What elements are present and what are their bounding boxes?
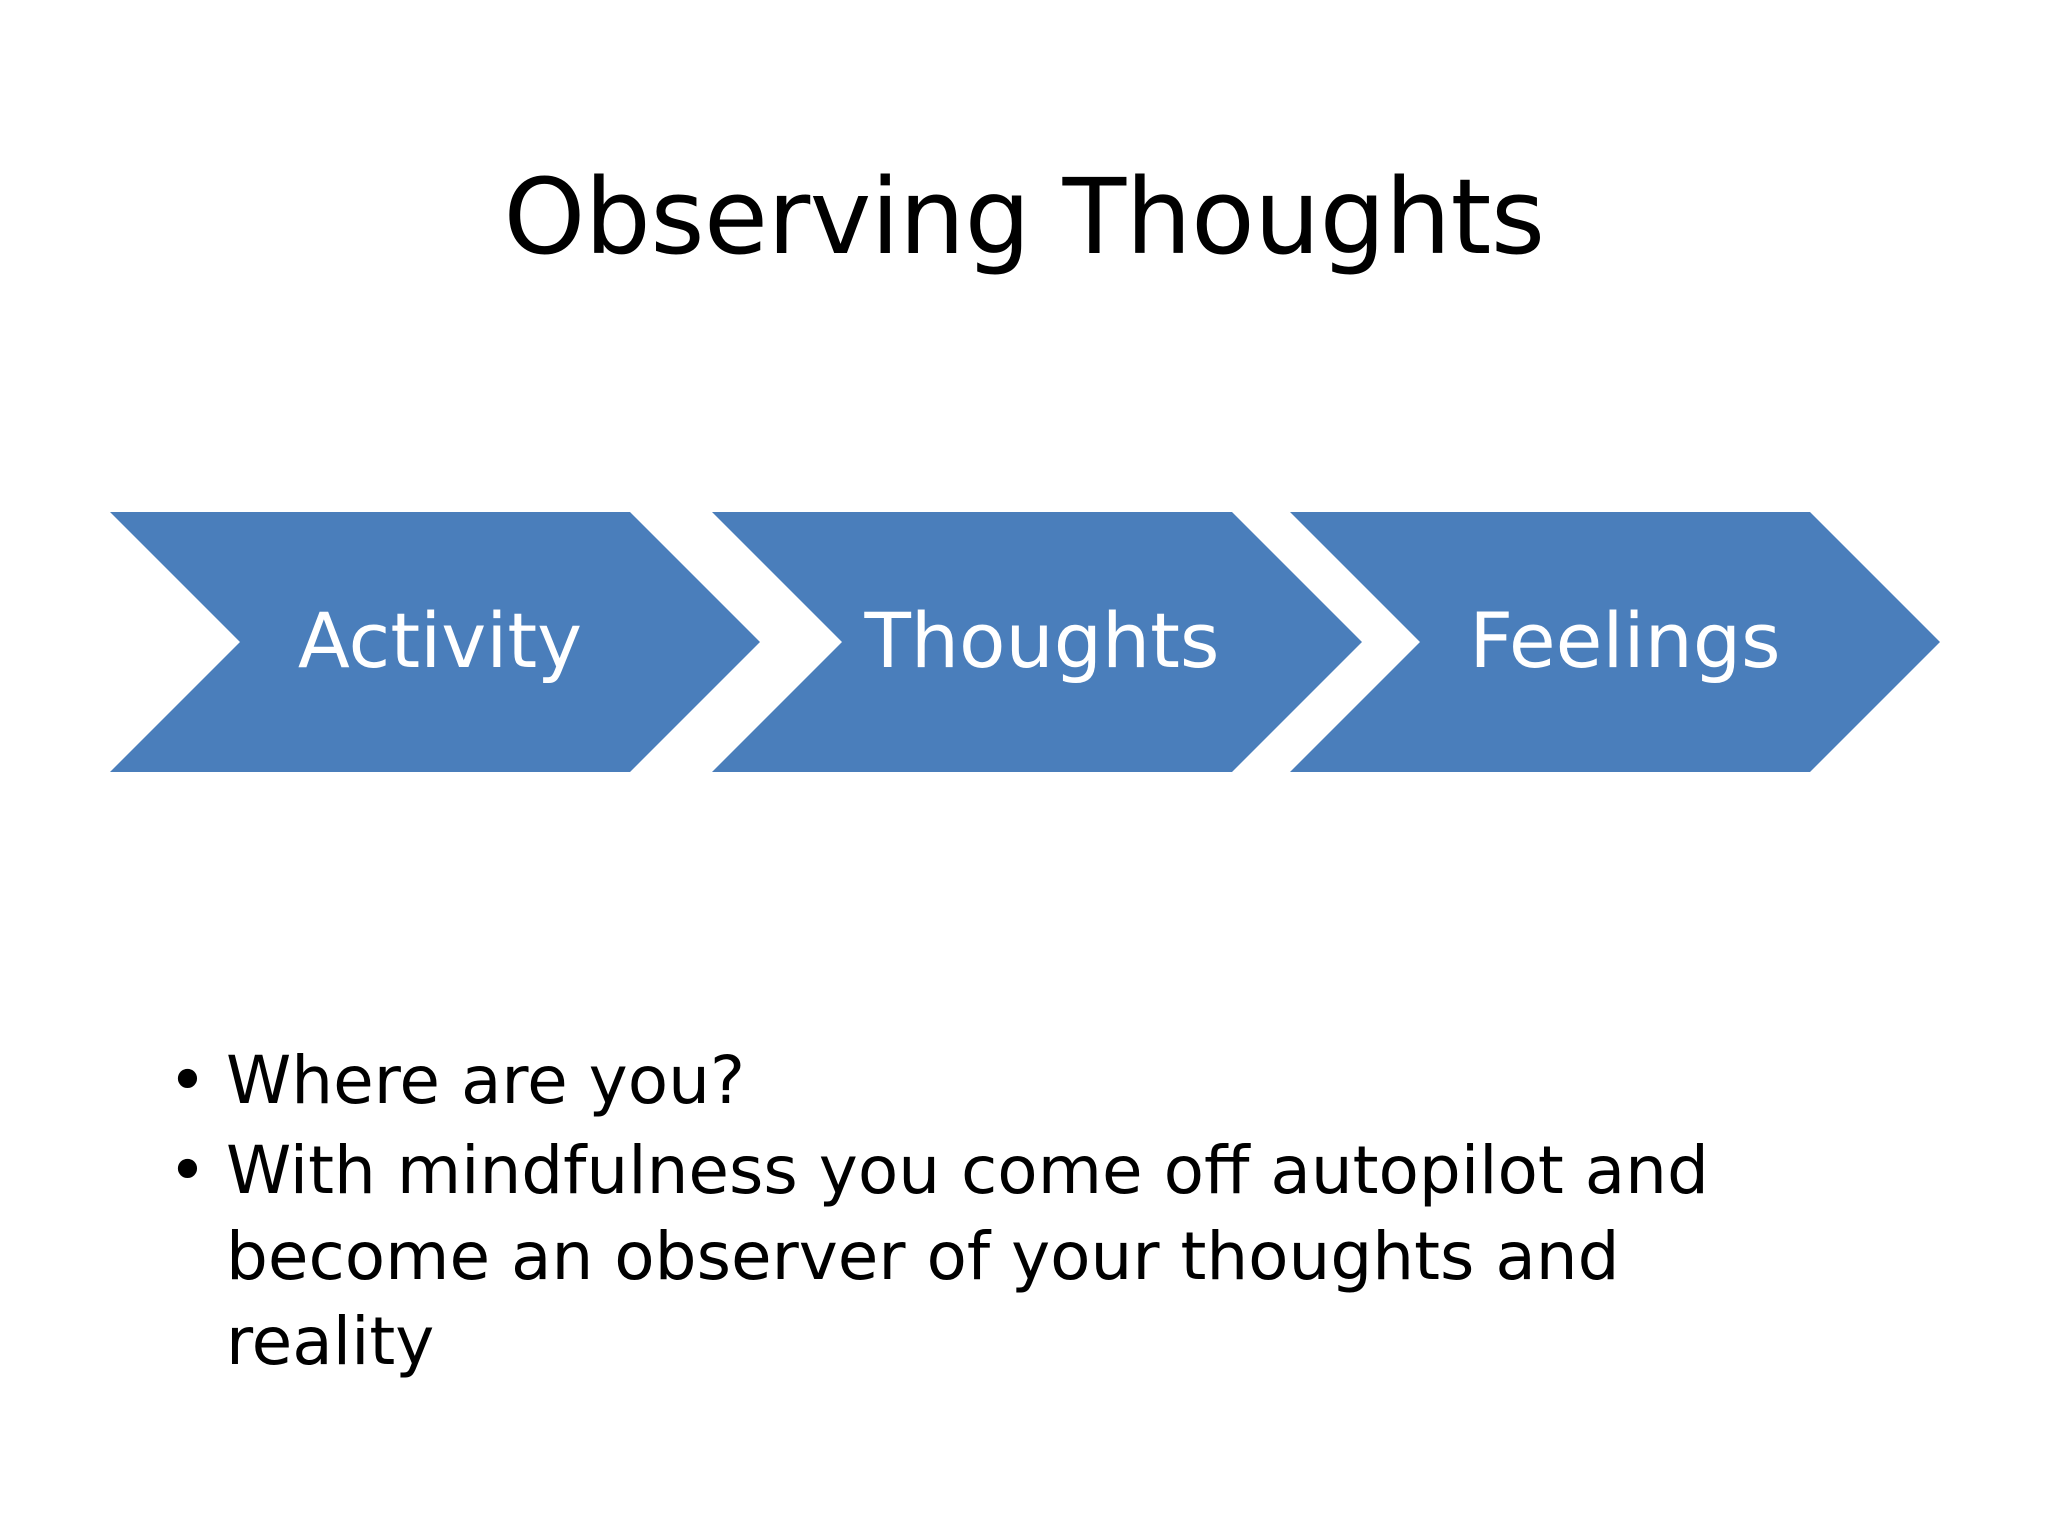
process-step-feelings[interactable]: Feelings [1290,512,1940,772]
process-step-label-2: Thoughts [863,596,1219,685]
process-step-label-3: Feelings [1469,596,1780,685]
process-flow-svg: Activity Thoughts Feelings [110,512,1940,772]
process-step-thoughts[interactable]: Thoughts [712,512,1362,772]
list-item: • Where are you? [168,1038,1728,1124]
bullet-list: • Where are you? • With mindfulness you … [168,1038,1728,1389]
process-flow-diagram: Activity Thoughts Feelings [80,500,1970,790]
bullet-marker-icon: • [168,1131,207,1209]
list-item: • With mindfulness you come off autopilo… [168,1128,1728,1385]
bullet-text: With mindfulness you come off autopilot … [226,1131,1709,1381]
chevron-shape-1 [110,512,760,772]
chevron-shape-2 [712,512,1362,772]
page-title: Observing Thoughts [503,155,1545,278]
bullet-text: Where are you? [226,1042,745,1119]
bullet-marker-icon: • [168,1042,207,1119]
chevron-shape-3 [1290,512,1940,772]
process-step-label-1: Activity [298,596,582,685]
process-step-activity[interactable]: Activity [110,512,760,772]
